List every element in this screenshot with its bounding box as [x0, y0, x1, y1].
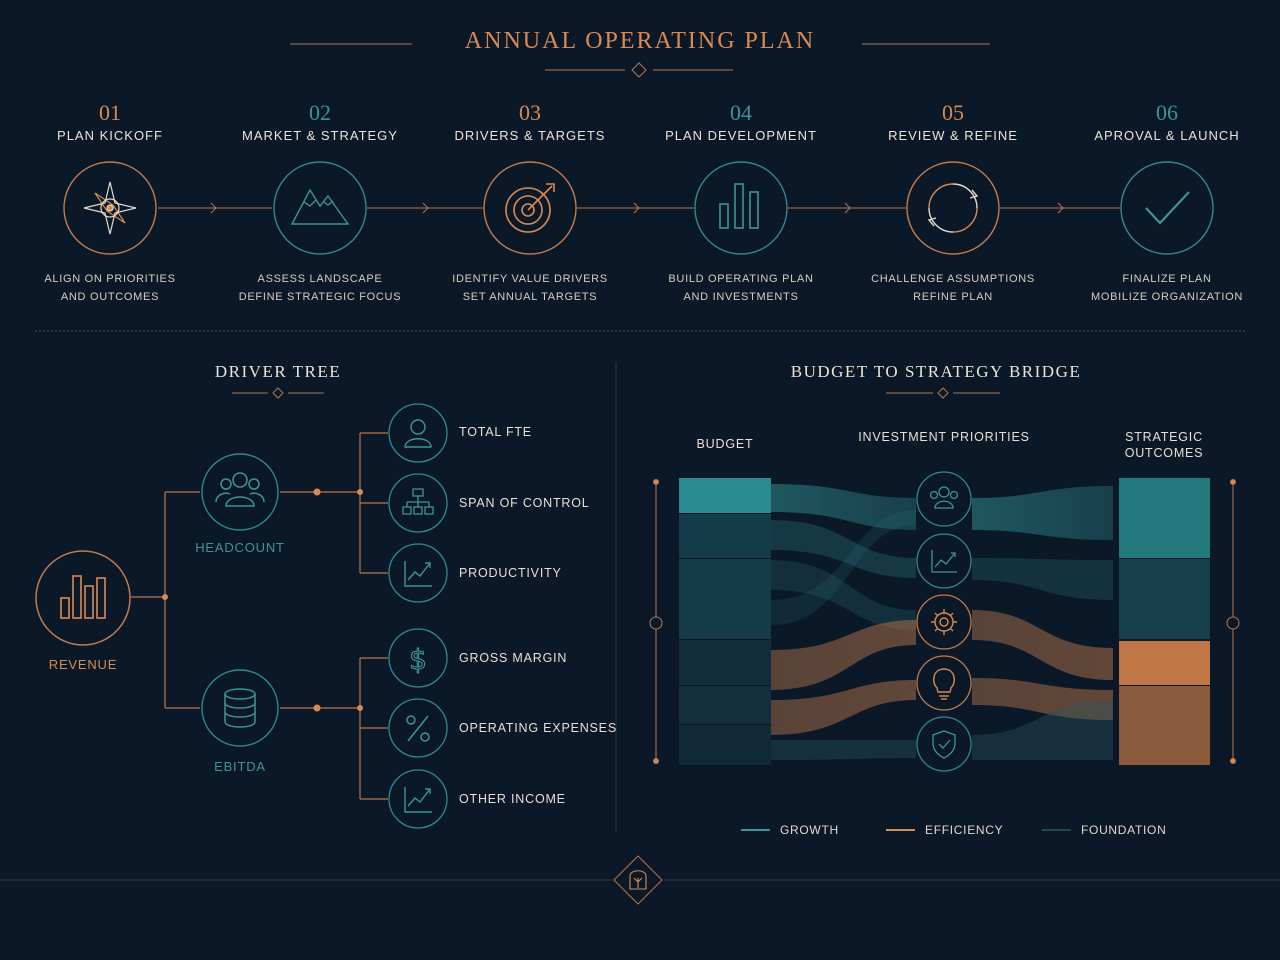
driver-tree-connectors [131, 432, 388, 800]
step-desc-line2: AND INVESTMENTS [683, 291, 799, 303]
outcomes-stack [1119, 478, 1210, 765]
step-label: MARKET & STRATEGY [242, 128, 398, 143]
leaf-label-other-income: OTHER INCOME [459, 792, 566, 806]
leaf-label-total-fte: TOTAL FTE [459, 425, 532, 439]
logo-icon [629, 870, 647, 890]
step-desc-line1: CHALLENGE ASSUMPTIONS [871, 273, 1035, 285]
leaf-gross-margin[interactable]: $ [388, 628, 448, 688]
headcount-label: HEADCOUNT [195, 540, 285, 555]
step-number: 06 [1156, 100, 1178, 125]
footer-ornament [0, 855, 1280, 905]
bar-chart-icon [60, 575, 106, 619]
ebitda-label: EBITDA [214, 759, 266, 774]
bridge-title: BUDGET TO STRATEGY BRIDGE [790, 362, 1082, 381]
driver-tree-title: DRIVER TREE [214, 362, 342, 381]
step-number: 02 [309, 100, 331, 125]
outcomes-column-header-line2: OUTCOMES [1124, 446, 1204, 460]
people-icon [929, 486, 959, 509]
leaf-total-fte[interactable] [388, 403, 448, 463]
bridge-left-bracket [649, 479, 663, 764]
leaf-other-income[interactable] [388, 769, 448, 829]
step-4-circle[interactable] [694, 161, 788, 255]
legend-growth: GROWTH [780, 823, 839, 837]
bridge-ornament [886, 387, 1000, 399]
leaf-label-gross-margin: GROSS MARGIN [459, 651, 568, 665]
step-label: PLAN DEVELOPMENT [665, 128, 817, 143]
step-label: APROVAL & LAUNCH [1094, 128, 1240, 143]
priority-efficiency-bulb[interactable] [916, 655, 972, 711]
step-3-circle[interactable] [483, 161, 577, 255]
page-title: ANNUAL OPERATING PLAN [464, 28, 816, 54]
driver-tree-junctions [162, 488, 363, 712]
step-5-circle[interactable] [906, 161, 1000, 255]
leaf-span-of-control[interactable] [388, 473, 448, 533]
checkmark-icon [1145, 191, 1190, 225]
priority-foundation-shield[interactable] [916, 716, 972, 772]
lightbulb-icon [932, 668, 956, 700]
driver-tree-ornament [232, 387, 324, 399]
step-desc-line2: SET ANNUAL TARGETS [462, 291, 598, 303]
step-desc-line2: REFINE PLAN [913, 291, 993, 303]
step-desc-line2: MOBILIZE ORGANIZATION [1090, 291, 1243, 303]
target-icon [505, 183, 555, 233]
leaf-operating-expenses[interactable] [388, 698, 448, 758]
database-icon [224, 688, 256, 728]
budget-stack [679, 478, 771, 765]
shield-icon [932, 730, 956, 759]
step-desc-line1: IDENTIFY VALUE DRIVERS [452, 273, 608, 285]
revenue-node[interactable] [35, 550, 131, 646]
bridge-flows [771, 484, 1113, 760]
compass-icon [83, 181, 137, 235]
priority-growth-people[interactable] [916, 471, 972, 527]
step-number: 03 [519, 100, 541, 125]
step-label: REVIEW & REFINE [888, 128, 1018, 143]
step-desc-line1: ASSESS LANDSCAPE [257, 273, 383, 285]
priorities-column-header: INVESTMENT PRIORITIES [858, 430, 1030, 444]
step-label: DRIVERS & TARGETS [454, 128, 606, 143]
mountain-icon [290, 188, 350, 225]
bridge-right-bracket [1226, 479, 1240, 764]
step-1-circle[interactable] [63, 161, 157, 255]
step-desc-line2: AND OUTCOMES [60, 291, 160, 303]
leaf-productivity[interactable] [388, 543, 448, 603]
bar-chart-icon [719, 183, 759, 229]
leaf-label-span-of-control: SPAN OF CONTROL [459, 496, 590, 510]
revenue-label: REVENUE [48, 657, 118, 672]
step-number: 04 [730, 100, 752, 125]
step-2-circle[interactable] [273, 161, 367, 255]
title-ornament [290, 43, 990, 78]
trend-chart-icon [404, 561, 432, 587]
step-desc-line2: DEFINE STRATEGIC FOCUS [238, 291, 402, 303]
step-6-circle[interactable] [1120, 161, 1214, 255]
timeline-connectors [158, 202, 1120, 214]
budget-column-header: BUDGET [696, 437, 754, 451]
outcomes-column-header-line1: STRATEGIC [1125, 430, 1203, 444]
percent-icon [406, 715, 430, 742]
priority-growth-trend[interactable] [916, 533, 972, 589]
ebitda-node[interactable] [201, 669, 279, 747]
step-desc-line1: FINALIZE PLAN [1122, 273, 1212, 285]
person-icon [404, 419, 432, 448]
legend-efficiency: EFFICIENCY [925, 823, 1004, 837]
people-icon [215, 472, 265, 507]
gear-icon [931, 609, 957, 635]
step-label: PLAN KICKOFF [57, 128, 163, 143]
headcount-node[interactable] [201, 453, 279, 531]
leaf-label-operating-expenses: OPERATING EXPENSES [459, 721, 617, 735]
trend-chart-icon [404, 787, 432, 813]
step-desc-line1: BUILD OPERATING PLAN [668, 273, 814, 285]
leaf-label-productivity: PRODUCTIVITY [459, 566, 562, 580]
trend-chart-icon [931, 550, 957, 573]
legend-foundation: FOUNDATION [1081, 823, 1167, 837]
step-number: 05 [942, 100, 964, 125]
org-chart-icon [402, 488, 434, 515]
step-desc-line1: ALIGN ON PRIORITIES [44, 273, 176, 285]
priority-efficiency-gear[interactable] [916, 594, 972, 650]
step-number: 01 [99, 100, 121, 125]
cycle-icon [927, 183, 979, 233]
dollar-icon: $ [409, 643, 427, 676]
